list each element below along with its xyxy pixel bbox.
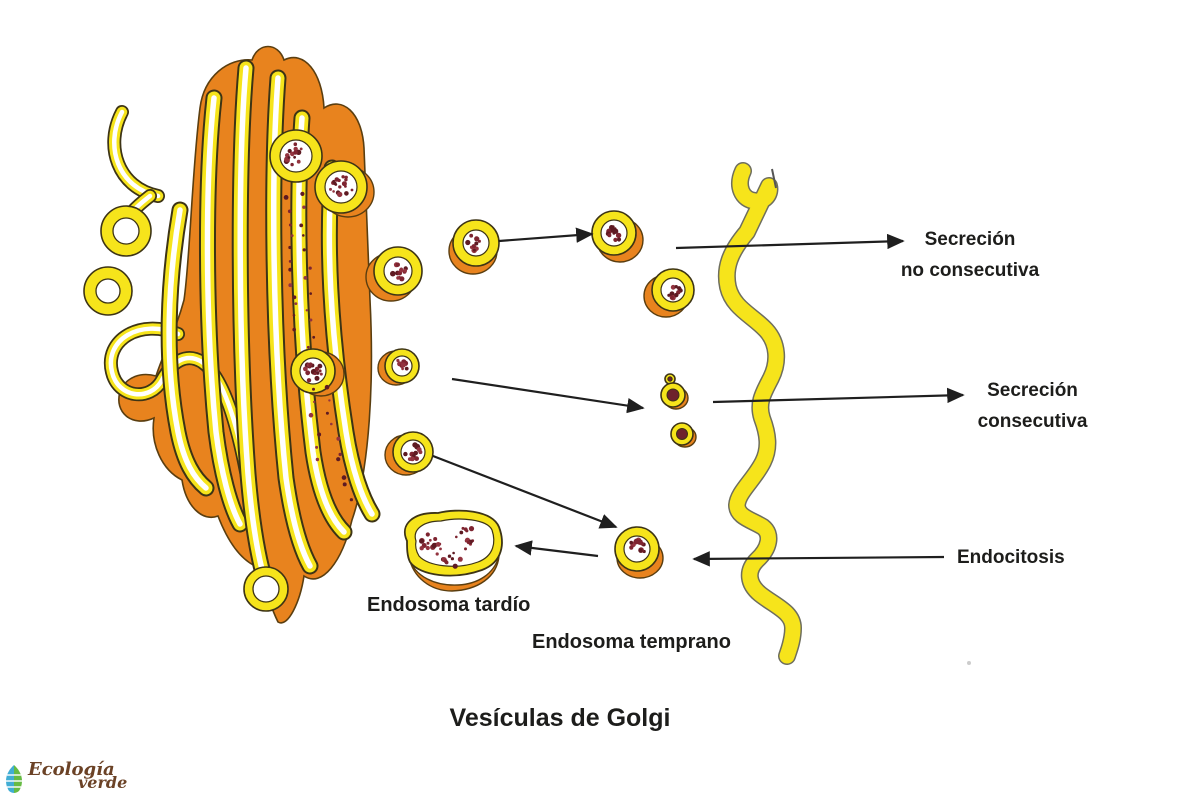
transport-vesicle-4 bbox=[643, 268, 695, 318]
small-vesicle-1 bbox=[664, 373, 676, 385]
transport-vesicle-1 bbox=[365, 246, 423, 302]
label-secrecion-no-consecutiva: Secreción no consecutiva bbox=[880, 224, 1060, 286]
label-endosoma-tardio: Endosoma tardío bbox=[367, 594, 531, 616]
ecologiaverde-logo: Ecología verde bbox=[2, 755, 152, 800]
logo-word-bottom: verde bbox=[78, 773, 128, 792]
golgi-cisterna-1 bbox=[166, 207, 209, 491]
golgi-apparatus bbox=[83, 45, 381, 624]
arrow-to-early-endosome bbox=[432, 454, 618, 529]
arrow-early-to-late-endosome bbox=[514, 540, 599, 558]
logo-word-top: Ecología bbox=[28, 759, 115, 780]
cargo-trail-1 bbox=[283, 195, 298, 332]
cargo-trail-3 bbox=[314, 366, 353, 502]
endosoma-temprano-vesicle bbox=[614, 526, 664, 579]
label-endosoma-temprano: Endosoma temprano bbox=[532, 631, 731, 653]
transport-vesicle-2 bbox=[448, 219, 500, 275]
label-endocitosis: Endocitosis bbox=[957, 547, 1065, 568]
diagram-title: Vesículas de Golgi bbox=[449, 704, 671, 732]
label-line: consecutiva bbox=[977, 411, 1088, 432]
arrow-secrecion-no-consecutiva bbox=[675, 233, 905, 250]
cargo-trail-2 bbox=[299, 191, 322, 462]
golgi-vesicle-ring-2 bbox=[83, 266, 133, 316]
transport-vesicle-5 bbox=[377, 348, 420, 386]
label-secrecion-consecutiva: Secreción consecutiva bbox=[945, 375, 1120, 437]
arrow-vesicle-step bbox=[498, 227, 594, 243]
small-vesicle-2 bbox=[660, 382, 689, 410]
transport-vesicle-6 bbox=[384, 431, 434, 476]
arrow-secrecion-consecutiva bbox=[712, 387, 965, 404]
golgi-cisternae bbox=[103, 59, 381, 593]
membrane-tick-mark bbox=[771, 168, 777, 189]
budding-vesicle-1 bbox=[269, 129, 323, 183]
label-line: no consecutiva bbox=[900, 260, 1040, 281]
golgi-cisterna-3 bbox=[237, 65, 269, 587]
arrow-to-consecutive-vesicle bbox=[451, 377, 645, 414]
budding-vesicle-2 bbox=[314, 160, 375, 218]
arrows bbox=[432, 227, 965, 567]
plasma-membrane bbox=[717, 162, 802, 665]
transport-vesicle-3 bbox=[591, 210, 644, 263]
label-line: Secreción bbox=[987, 380, 1078, 401]
arrow-endocitosis bbox=[692, 551, 945, 567]
leaf-icon bbox=[6, 765, 22, 793]
small-vesicle-3 bbox=[670, 422, 697, 448]
golgi-bottom-vesicle bbox=[243, 566, 289, 612]
golgi-vesicle-ring-1 bbox=[100, 205, 152, 257]
stray-dot bbox=[967, 661, 971, 665]
label-line: Secreción bbox=[924, 229, 1016, 250]
endosoma-tardio-body bbox=[404, 509, 503, 592]
golgi-cisterna-2 bbox=[204, 95, 243, 527]
